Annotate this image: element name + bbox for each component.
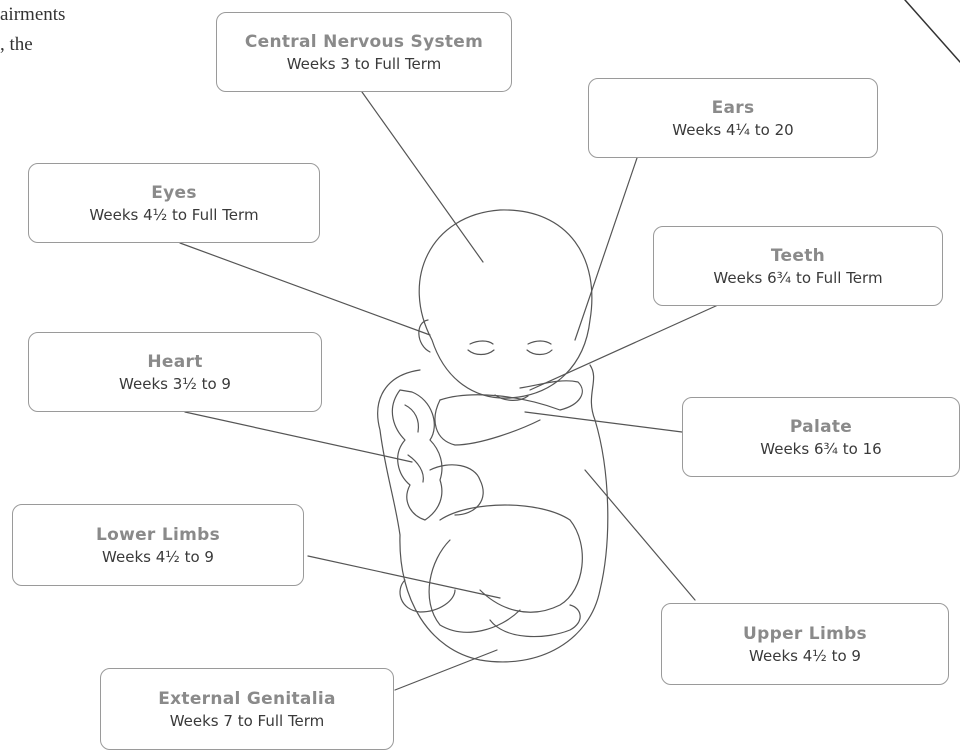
label-title: Lower Limbs <box>13 525 303 545</box>
leader-lower <box>308 556 500 598</box>
label-title: Eyes <box>29 183 319 203</box>
leader-palate <box>525 412 682 432</box>
label-weeks: Weeks 3 to Full Term <box>217 55 511 73</box>
label-ears: Ears Weeks 4¼ to 20 <box>588 78 878 158</box>
fetus-foot-right <box>490 605 580 637</box>
leader-cns <box>362 92 483 262</box>
label-weeks: Weeks 4½ to 9 <box>662 647 948 665</box>
fetus-legs <box>440 505 582 612</box>
leader-genitalia <box>395 650 497 690</box>
umbilical-cord <box>392 390 442 520</box>
label-lower-limbs: Lower Limbs Weeks 4½ to 9 <box>12 504 304 586</box>
label-weeks: Weeks 4½ to Full Term <box>29 206 319 224</box>
leader-eyes <box>180 243 430 335</box>
label-weeks: Weeks 4½ to 9 <box>13 548 303 566</box>
label-weeks: Weeks 6¾ to Full Term <box>654 269 942 287</box>
label-weeks: Weeks 3½ to 9 <box>29 375 321 393</box>
label-upper-limbs: Upper Limbs Weeks 4½ to 9 <box>661 603 949 685</box>
label-heart: Heart Weeks 3½ to 9 <box>28 332 322 412</box>
label-external-genitalia: External Genitalia Weeks 7 to Full Term <box>100 668 394 750</box>
label-title: Heart <box>29 352 321 372</box>
fetus-eye-left <box>468 350 494 355</box>
fetus-arm <box>440 381 582 410</box>
fetus-ear <box>419 320 430 352</box>
label-title: Ears <box>589 98 877 118</box>
label-weeks: Weeks 4¼ to 20 <box>589 121 877 139</box>
leader-ears <box>575 158 637 340</box>
fetus-head <box>419 210 592 398</box>
label-title: Teeth <box>654 246 942 266</box>
label-title: External Genitalia <box>101 689 393 709</box>
label-weeks: Weeks 7 to Full Term <box>101 712 393 730</box>
corner-line <box>905 0 960 62</box>
label-title: Upper Limbs <box>662 624 948 644</box>
label-teeth: Teeth Weeks 6¾ to Full Term <box>653 226 943 306</box>
label-eyes: Eyes Weeks 4½ to Full Term <box>28 163 320 243</box>
label-weeks: Weeks 6¾ to 16 <box>683 440 959 458</box>
fetus-foot-left <box>400 580 455 612</box>
label-palate: Palate Weeks 6¾ to 16 <box>682 397 960 477</box>
leader-teeth <box>530 305 718 390</box>
label-title: Palate <box>683 417 959 437</box>
label-title: Central Nervous System <box>217 32 511 52</box>
fetus-eye-right <box>527 350 552 355</box>
label-central-nervous-system: Central Nervous System Weeks 3 to Full T… <box>216 12 512 92</box>
